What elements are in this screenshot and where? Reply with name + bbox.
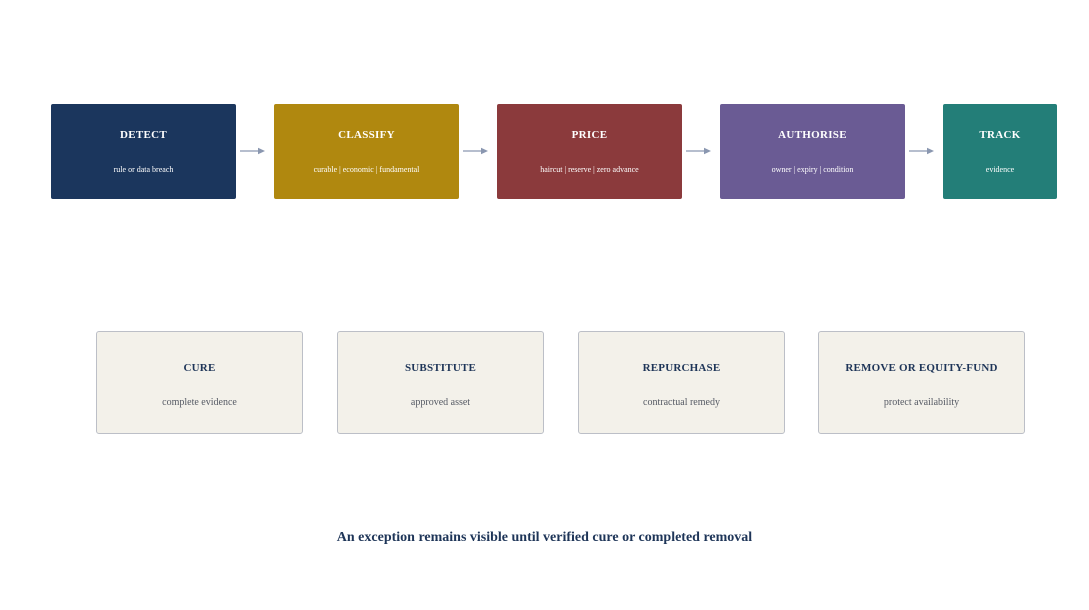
option-remove-or-equity-fund: REMOVE OR EQUITY-FUND protect availabili… xyxy=(818,331,1025,434)
stage-title: PRICE xyxy=(571,129,608,141)
footer-statement: An exception remains visible until verif… xyxy=(336,530,753,545)
arrow-right-icon xyxy=(240,147,265,155)
stage-title: TRACK xyxy=(979,129,1021,141)
option-title: CURE xyxy=(183,362,216,374)
option-repurchase: REPURCHASE contractual remedy xyxy=(578,331,785,434)
stage-authorise: AUTHORISE owner | expiry | condition xyxy=(720,104,905,199)
stage-track: TRACK evidence xyxy=(943,104,1057,199)
stage-title: DETECT xyxy=(119,129,168,141)
option-substitute: SUBSTITUTE approved asset xyxy=(337,331,544,434)
stage-description: curable | economic | fundamental xyxy=(313,165,420,174)
option-description: approved asset xyxy=(410,397,471,408)
arrow-right-icon xyxy=(686,147,711,155)
stage-description: haircut | reserve | zero advance xyxy=(540,165,639,174)
stage-price: PRICE haircut | reserve | zero advance xyxy=(497,104,682,199)
stage-description: owner | expiry | condition xyxy=(771,165,854,174)
stage-detect: DETECT rule or data breach xyxy=(51,104,236,199)
option-title: REMOVE OR EQUITY-FUND xyxy=(845,362,998,374)
option-description: complete evidence xyxy=(162,397,237,408)
stage-title: CLASSIFY xyxy=(338,129,395,141)
stage-description: evidence xyxy=(985,165,1015,174)
option-title: REPURCHASE xyxy=(642,362,721,374)
option-title: SUBSTITUTE xyxy=(404,362,477,374)
arrow-right-icon xyxy=(463,147,488,155)
arrow-right-icon xyxy=(909,147,934,155)
option-description: contractual remedy xyxy=(643,397,720,408)
stage-description: rule or data breach xyxy=(113,165,174,174)
option-description: protect availability xyxy=(883,397,960,408)
stage-classify: CLASSIFY curable | economic | fundamenta… xyxy=(274,104,459,199)
stage-title: AUTHORISE xyxy=(778,129,847,141)
option-cure: CURE complete evidence xyxy=(96,331,303,434)
